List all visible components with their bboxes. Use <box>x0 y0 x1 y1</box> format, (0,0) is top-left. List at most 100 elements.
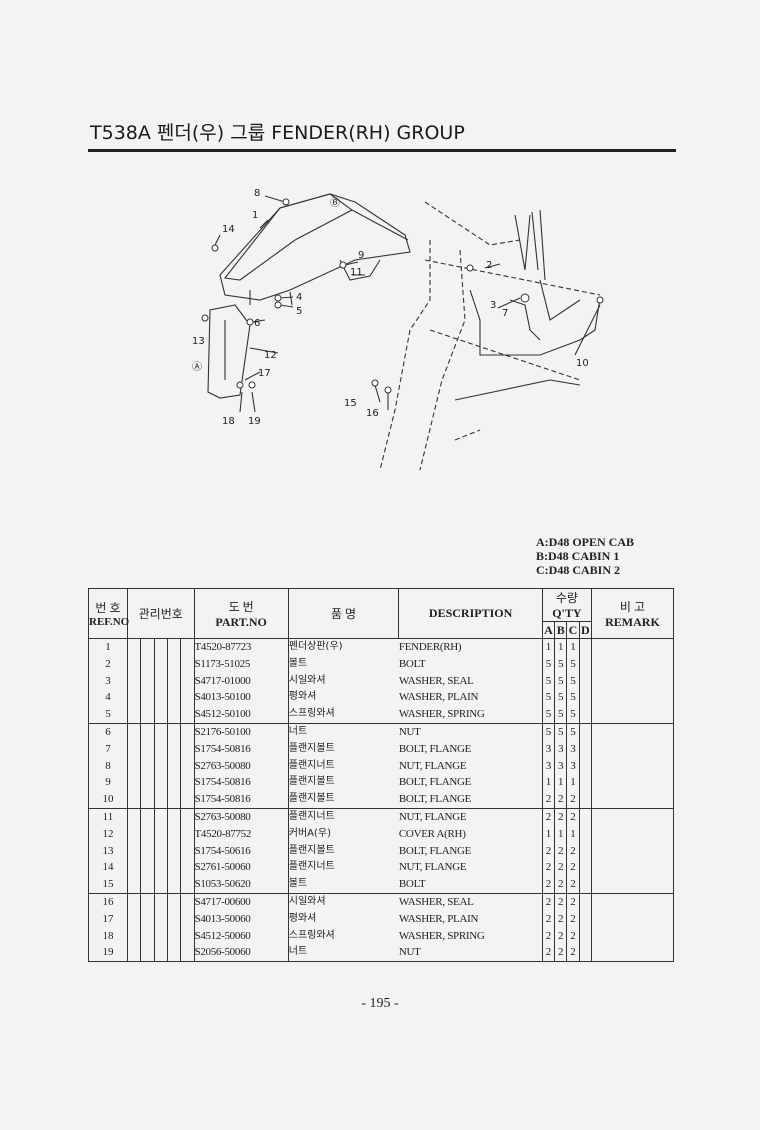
remark-cell <box>591 655 675 673</box>
mgmt-cell <box>154 706 168 724</box>
qty-d-cell <box>578 706 592 724</box>
remark-cell <box>591 910 675 928</box>
description-cell: WASHER, PLAIN <box>398 689 543 707</box>
mgmt-cell <box>167 706 182 724</box>
mgmt-cell <box>167 807 182 826</box>
mgmt-cell <box>127 672 142 690</box>
mgmt-cell <box>140 842 155 860</box>
mgmt-cell <box>154 807 168 826</box>
part-no-cell: S1754-50816 <box>193 740 289 758</box>
frame-dashed <box>379 201 521 471</box>
mgmt-cell <box>140 892 155 911</box>
mgmt-cell <box>167 655 182 673</box>
qty-d-cell <box>578 859 592 877</box>
callout-7: 7 <box>502 308 508 319</box>
qty-c-cell: 5 <box>566 672 580 690</box>
mgmt-cell <box>154 859 168 877</box>
part-no-cell: S4013-50100 <box>193 689 289 707</box>
header-ref: 번 호 REF.NO <box>88 588 129 639</box>
korean-name-cell: 펜더상판(우) <box>288 637 399 656</box>
header-remark: 비 고 REMARK <box>590 588 675 639</box>
korean-name-cell: 너트 <box>288 722 399 741</box>
mgmt-cell <box>127 706 142 724</box>
qty-b-cell: 2 <box>554 876 568 894</box>
mgmt-cell <box>154 927 168 945</box>
qty-a-cell: 2 <box>541 910 556 928</box>
page-title: T538A 펜더(우) 그룹 FENDER(RH) GROUP <box>90 122 465 144</box>
qty-a-cell: 1 <box>541 825 556 843</box>
callout-3: 3 <box>490 300 496 311</box>
part-no-cell: S1754-50616 <box>193 842 289 860</box>
qty-b-cell: 5 <box>554 722 568 741</box>
remark-cell <box>591 791 675 809</box>
qty-c-cell: 2 <box>566 842 580 860</box>
qty-c-cell: 5 <box>566 655 580 673</box>
mgmt-cell <box>154 892 168 911</box>
mgmt-cell <box>140 774 155 792</box>
qty-d-cell <box>578 722 592 741</box>
mgmt-cell <box>167 791 182 809</box>
header-name: 품 명 <box>287 588 400 639</box>
qty-a-cell: 1 <box>541 637 556 656</box>
part-no-cell: S1173-51025 <box>193 655 289 673</box>
korean-name-cell: 시일와셔 <box>288 892 399 911</box>
qty-c-cell: 3 <box>566 740 580 758</box>
qty-c-cell: 1 <box>566 637 580 656</box>
korean-name-cell: 커버A(우) <box>288 827 331 839</box>
part-no-cell: T4520-87723 <box>193 637 289 656</box>
mgmt-cell <box>167 859 182 877</box>
mgmt-cell <box>127 825 142 843</box>
description-cell: WASHER, SPRING <box>398 927 543 945</box>
qty-d-cell <box>578 757 592 775</box>
mgmt-cell <box>154 689 168 707</box>
qty-c-cell: 1 <box>566 825 580 843</box>
qty-c-cell: 2 <box>566 892 580 911</box>
qty-a-cell: 2 <box>541 944 556 963</box>
remark-cell <box>591 842 675 860</box>
qty-b-cell: 1 <box>554 774 568 792</box>
mgmt-cell <box>180 859 195 877</box>
qty-a-cell: 5 <box>541 722 556 741</box>
qty-d-cell <box>578 944 592 963</box>
qty-b-cell: 5 <box>554 706 568 724</box>
description-cell: NUT, FLANGE <box>398 859 543 877</box>
korean-name-cell: 스프링와셔 <box>288 708 335 720</box>
korean-name-cell: 플랜지너트 <box>288 759 335 771</box>
mgmt-cell <box>154 637 168 656</box>
ref-cell: 18 <box>88 927 128 945</box>
qty-c-cell: 2 <box>566 807 580 826</box>
korean-name-cell: 플랜지너트 <box>288 861 335 873</box>
header-qty-b: B <box>554 621 568 639</box>
qty-a-cell: 3 <box>541 757 556 775</box>
mgmt-cell <box>167 910 182 928</box>
mgmt-cell <box>127 637 142 656</box>
mgmt-cell <box>154 910 168 928</box>
korean-name-cell: 볼트 <box>288 878 308 890</box>
fender-top-face <box>223 193 354 281</box>
ref-cell: 8 <box>88 757 128 775</box>
mgmt-cell <box>154 842 168 860</box>
ref-cell: 2 <box>88 655 128 673</box>
mgmt-cell <box>167 944 182 963</box>
ref-cell: 4 <box>88 689 128 707</box>
qty-c-cell: 2 <box>566 927 580 945</box>
mgmt-cell <box>154 757 168 775</box>
korean-name-cell: 평와셔 <box>288 912 317 924</box>
qty-a-cell: 2 <box>541 859 556 877</box>
mgmt-cell <box>180 757 195 775</box>
callout-1: 1 <box>252 210 258 221</box>
mgmt-cell <box>140 791 155 809</box>
mgmt-cell <box>140 927 155 945</box>
ref-cell: 1 <box>88 637 128 656</box>
qty-d-cell <box>578 672 592 690</box>
remark-cell <box>591 807 675 826</box>
cab-legend: A:D48 OPEN CAB B:D48 CABIN 1 C:D48 CABIN… <box>536 535 634 577</box>
mgmt-cell <box>167 825 182 843</box>
